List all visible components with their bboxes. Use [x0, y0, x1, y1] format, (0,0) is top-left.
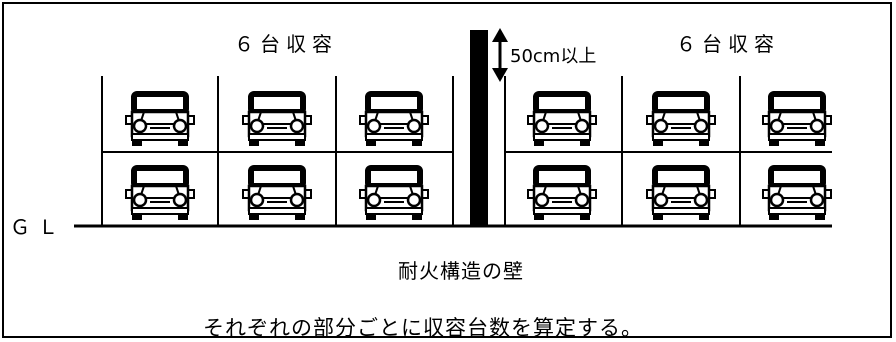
car-icon: [647, 168, 715, 220]
car-icon: [360, 168, 428, 220]
car-icon: [763, 168, 831, 220]
left-parking-structure: [101, 76, 454, 225]
car-icon: [528, 94, 596, 146]
car-icon: [528, 168, 596, 220]
car-icon: [126, 94, 194, 146]
ground-line-label: ＧＬ: [10, 215, 66, 239]
diagram-frame: [2, 2, 892, 338]
car-icon: [243, 94, 311, 146]
car-icon: [763, 94, 831, 146]
fire-wall: [470, 30, 488, 226]
clearance-label: 50cm以上: [510, 46, 597, 67]
car-icon: [360, 94, 428, 146]
clearance-arrow-icon: [492, 28, 508, 82]
car-icon: [126, 168, 194, 220]
right-parking-structure: [504, 76, 832, 225]
car-icon: [647, 94, 715, 146]
right-capacity-label: ６台収容: [676, 32, 780, 56]
left-capacity-label: ６台収容: [234, 32, 338, 56]
wall-label: 耐火構造の壁: [398, 259, 524, 283]
note-text: それぞれの部分ごとに収容台数を算定する。: [203, 316, 643, 340]
car-icon: [243, 168, 311, 220]
